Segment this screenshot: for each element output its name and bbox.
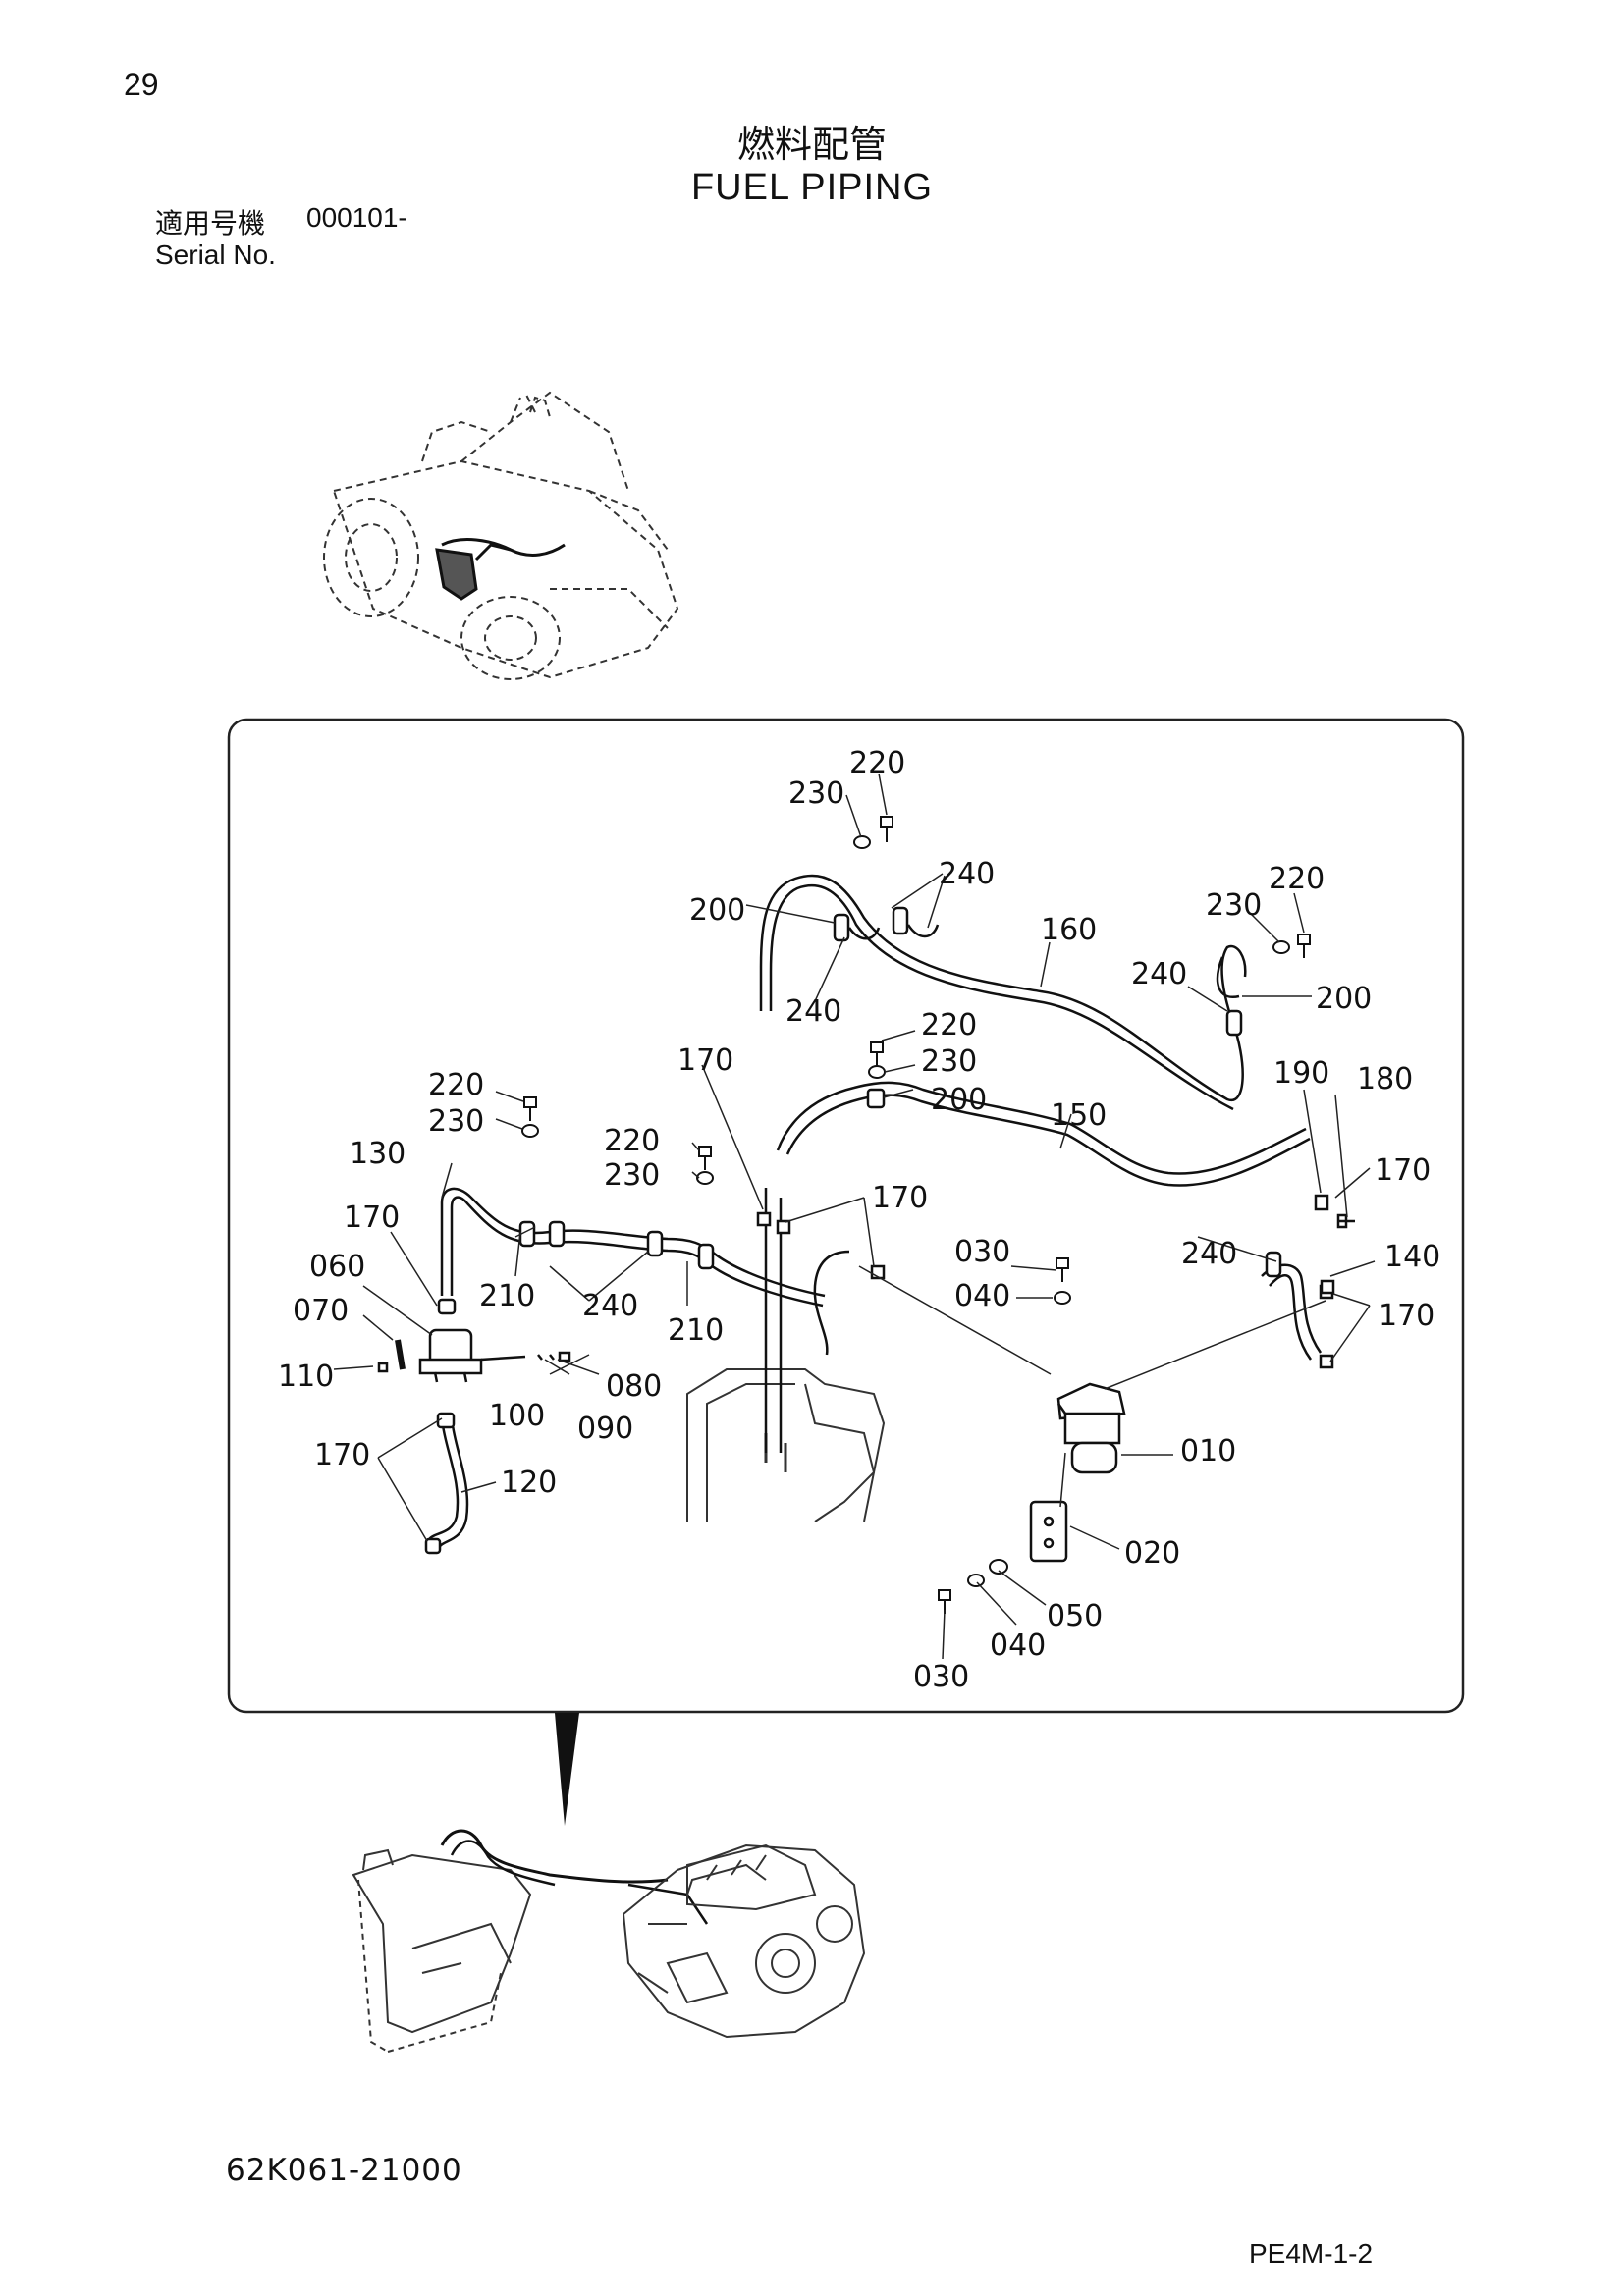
callout-030: 030 bbox=[954, 1235, 1010, 1269]
callout-070: 070 bbox=[293, 1294, 349, 1328]
callout-130: 130 bbox=[350, 1137, 406, 1171]
water-separator-010 bbox=[1029, 1382, 1126, 1563]
callout-150: 150 bbox=[1051, 1098, 1107, 1133]
callout-210: 210 bbox=[668, 1313, 724, 1348]
callout-240: 240 bbox=[939, 857, 995, 891]
callout-140: 140 bbox=[1384, 1240, 1440, 1274]
leader-lines bbox=[333, 773, 1376, 1660]
callout-160: 160 bbox=[1041, 913, 1097, 947]
clamps-and-fittings bbox=[424, 906, 1355, 1555]
callout-220: 220 bbox=[428, 1068, 484, 1102]
part-catalog-number: 62K061-21000 bbox=[226, 2153, 462, 2188]
callout-220: 220 bbox=[849, 746, 905, 780]
serial-range: 000101- bbox=[306, 202, 407, 233]
callout-170: 170 bbox=[314, 1438, 370, 1472]
callout-220: 220 bbox=[1269, 862, 1325, 896]
callout-040: 040 bbox=[990, 1629, 1046, 1663]
callout-labels: 220 230 240 200 160 220 230 240 200 240 … bbox=[278, 746, 1440, 1694]
callout-240: 240 bbox=[1181, 1237, 1237, 1271]
callout-230: 230 bbox=[1206, 888, 1262, 923]
callout-240: 240 bbox=[785, 994, 841, 1029]
tank-and-engine-sketch bbox=[352, 1829, 866, 2053]
callout-170: 170 bbox=[1379, 1299, 1435, 1333]
callout-120: 120 bbox=[501, 1466, 557, 1500]
callout-200: 200 bbox=[931, 1083, 987, 1117]
callout-210: 210 bbox=[479, 1279, 535, 1313]
callout-170: 170 bbox=[872, 1181, 928, 1215]
callout-180: 180 bbox=[1357, 1062, 1413, 1096]
callout-190: 190 bbox=[1273, 1056, 1329, 1091]
callout-230: 230 bbox=[788, 776, 844, 811]
callout-080: 080 bbox=[606, 1369, 662, 1404]
callout-230: 230 bbox=[921, 1044, 977, 1079]
callout-220: 220 bbox=[921, 1008, 977, 1042]
callout-170: 170 bbox=[344, 1201, 400, 1235]
serial-label-japanese: 適用号機 bbox=[155, 207, 266, 240]
serial-label: Serial No. bbox=[155, 240, 276, 270]
callout-200: 200 bbox=[1316, 982, 1372, 1016]
callout-100: 100 bbox=[489, 1399, 545, 1433]
callout-040: 040 bbox=[954, 1279, 1010, 1313]
page-code: PE4M-1-2 bbox=[1249, 2238, 1374, 2269]
page-title: FUEL PIPING bbox=[690, 167, 934, 208]
page-number: 29 bbox=[124, 67, 159, 102]
callout-200: 200 bbox=[689, 893, 745, 928]
bolts-and-washers bbox=[521, 816, 1311, 1614]
callout-110: 110 bbox=[278, 1360, 334, 1394]
callout-170: 170 bbox=[1375, 1153, 1431, 1188]
callout-230: 230 bbox=[604, 1158, 660, 1193]
engine-outline bbox=[686, 1368, 886, 1522]
callout-010: 010 bbox=[1180, 1434, 1236, 1468]
fuel-hoses bbox=[426, 874, 1323, 1550]
callout-220: 220 bbox=[604, 1124, 660, 1158]
detail-pointer-arrow bbox=[555, 1713, 579, 1826]
callout-240: 240 bbox=[1131, 957, 1187, 991]
callout-230: 230 bbox=[428, 1104, 484, 1139]
fuel-pump-060 bbox=[377, 1328, 571, 1383]
callout-020: 020 bbox=[1124, 1536, 1180, 1571]
machine-location-sketch bbox=[323, 391, 679, 680]
callout-050: 050 bbox=[1047, 1599, 1103, 1633]
callout-060: 060 bbox=[309, 1250, 365, 1284]
callout-030: 030 bbox=[913, 1660, 969, 1694]
callout-090: 090 bbox=[577, 1412, 633, 1446]
detail-frame bbox=[227, 718, 1465, 1714]
callout-240: 240 bbox=[582, 1289, 638, 1323]
page-title-japanese: 燃料配管 bbox=[736, 123, 887, 166]
machine-highlight-fuel-parts bbox=[435, 538, 566, 601]
callout-170: 170 bbox=[677, 1043, 733, 1078]
